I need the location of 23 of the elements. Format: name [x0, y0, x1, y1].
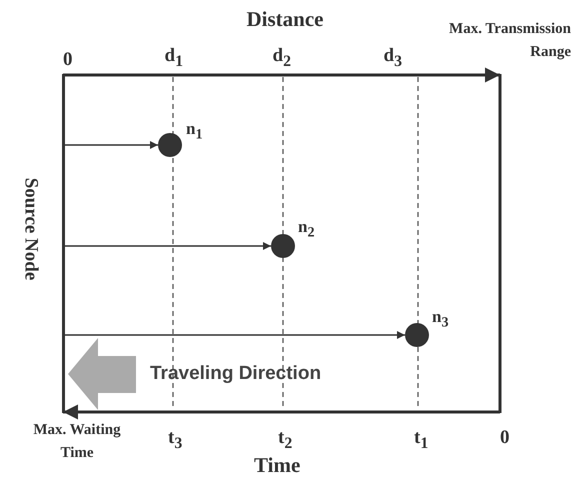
arrow [65, 331, 405, 339]
node-dot [271, 234, 295, 258]
arrow [65, 141, 158, 149]
axis-end-label: Max. Waiting Time [32, 421, 122, 464]
arrow [65, 242, 271, 250]
node-dot [158, 133, 182, 157]
axis-title: Time [254, 454, 300, 478]
axis-title: Distance [246, 8, 324, 32]
tick-label: d$_{2}$ [272, 46, 291, 70]
tick-label: t$_{2}$ [278, 428, 292, 452]
tick-label: 0 [500, 428, 510, 449]
node-dot [405, 323, 429, 347]
node-label: n$_{3}$ [432, 308, 449, 331]
direction-label: Traveling Direction [150, 364, 322, 385]
node-label: n$_{2}$ [298, 218, 315, 241]
node-label: n$_{1}$ [186, 120, 203, 143]
source-node-label: Source Node [18, 177, 41, 280]
tick-label: d$_{1}$ [164, 46, 183, 70]
tick-label: t$_{3}$ [168, 428, 182, 452]
range-label: Max. Transmission Range [448, 20, 571, 62]
tick-label: t$_{1}$ [414, 428, 428, 452]
tick-label: 0 [63, 50, 72, 71]
tick-label: d$_{3}$ [384, 46, 402, 70]
